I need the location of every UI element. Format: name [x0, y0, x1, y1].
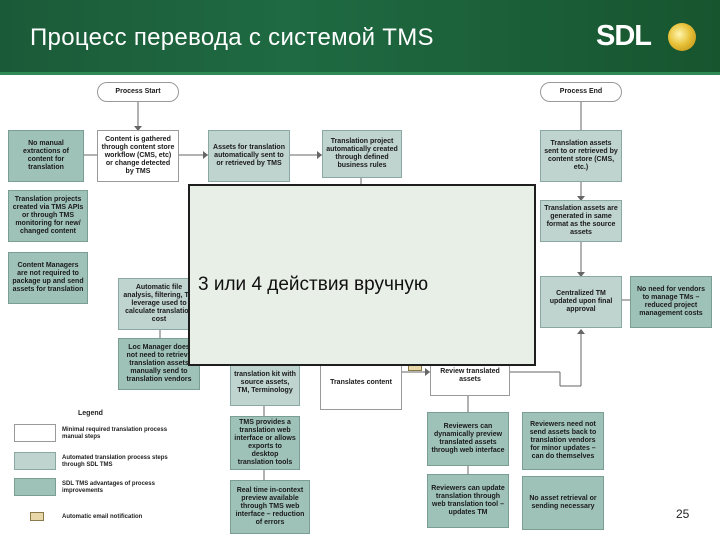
no-retrieval-box: No asset retrieval or sending necessary [522, 476, 604, 530]
legend-text-automated: Automated translation process steps thro… [62, 455, 168, 468]
assets-sent-box: Assets for translation automatically sen… [208, 130, 290, 182]
legend-text-advantages: SDL TMS advantages of process improvemen… [62, 481, 155, 494]
slide-header: Процесс перевода с системой TMS SDL [0, 0, 720, 72]
manual-steps-overlay: 3 или 4 действия вручную [188, 184, 536, 366]
project-created-box: Translation project automatically create… [322, 130, 402, 178]
reviewers-no-send-box: Reviewers need not send assets back to t… [522, 412, 604, 470]
loc-manager-box: Loc Manager does not need to retrieve tr… [118, 338, 200, 390]
legend-swatch-automated [14, 452, 56, 470]
realtime-preview-box: Real time in-context preview available t… [230, 480, 310, 534]
no-manual-extraction-box: No manual extractions of content for tra… [8, 130, 84, 182]
legend-text-email: Automatic email notification [62, 514, 143, 520]
slide-title: Процесс перевода с системой TMS [30, 24, 434, 51]
process-end-node: Process End [540, 82, 622, 102]
reviewers-update-box: Reviewers can update translation through… [427, 474, 509, 528]
managers-not-required-box: Content Managers are not required to pac… [8, 252, 88, 304]
translation-kit-box: translation kit with source assets, TM, … [230, 360, 300, 406]
legend-swatch-manual [14, 424, 56, 442]
legend-email-icon [30, 512, 44, 521]
tms-web-interface-box: TMS provides a translation web interface… [230, 416, 300, 470]
legend-swatch-advantages [14, 478, 56, 496]
centralized-tm-box: Centralized TM updated upon final approv… [540, 276, 622, 328]
sdl-logo: SDL [596, 20, 700, 54]
header-divider [0, 72, 720, 75]
assets-returned-box: Translation assets sent to or retrieved … [540, 130, 622, 182]
overlay-text: 3 или 4 действия вручную [198, 274, 429, 295]
assets-generated-box: Translation assets are generated in same… [540, 200, 622, 242]
reviewers-dynamic-box: Reviewers can dynamically preview transl… [427, 412, 509, 466]
no-need-vendors-box: No need for vendors to manage TMs – redu… [630, 276, 712, 328]
legend-title: Legend [78, 410, 103, 417]
process-start-node: Process Start [97, 82, 179, 102]
auto-file-analysis-box: Automatic file analysis, filtering, TM l… [118, 278, 200, 330]
page-number: 25 [676, 507, 690, 521]
logo-text: SDL [596, 20, 652, 52]
logo-globe-icon [668, 23, 696, 51]
projects-via-apis-box: Translation projects created via TMS API… [8, 190, 88, 242]
legend-text-manual: Minimal required translation process man… [62, 427, 168, 440]
content-gathered-box: Content is gathered through content stor… [97, 130, 179, 182]
